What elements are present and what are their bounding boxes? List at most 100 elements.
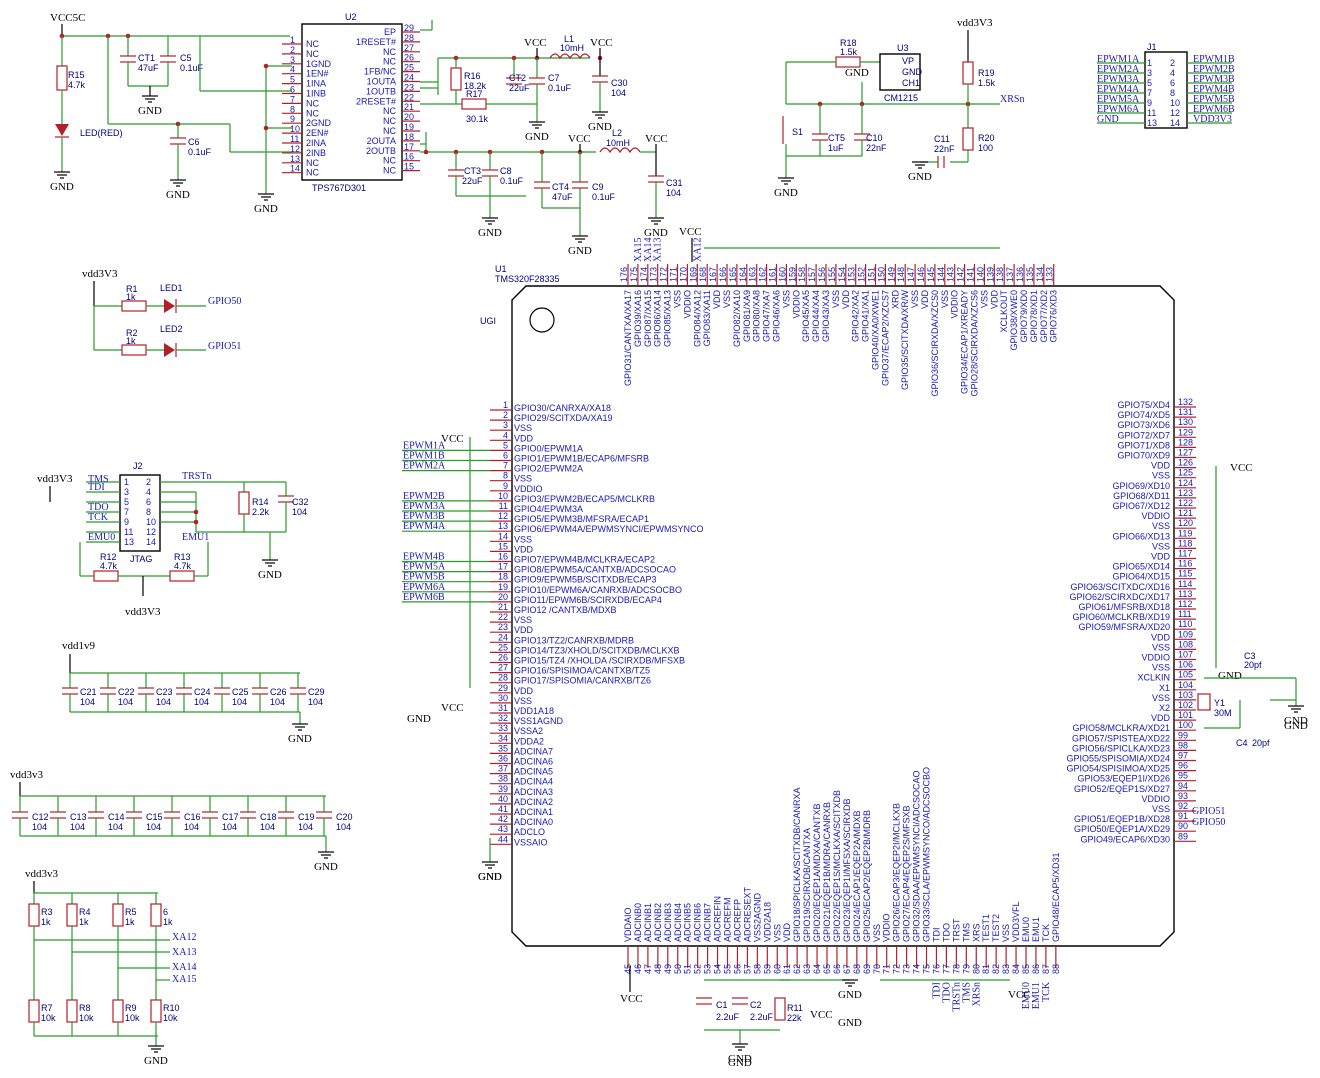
u1-pin-name: XRS [971, 923, 981, 942]
u1-pin-number: 111 [1178, 609, 1192, 619]
c6-ref: C6 [188, 137, 200, 147]
u1-pin-number: 89 [1178, 831, 1188, 841]
strap-top-val: 1k [163, 917, 173, 927]
u1-pin-number: 15 [498, 541, 508, 551]
u1-pin-number: 164 [738, 267, 748, 282]
l2-val: 10mH [606, 138, 630, 148]
u1-pin-number: 24 [498, 632, 508, 642]
dec-cap-val: 104 [70, 822, 85, 832]
u1-pin-name: TMS [961, 923, 971, 942]
strap-resistor-top [112, 903, 124, 927]
u1-pin-name: ADCINB5 [683, 903, 693, 942]
strap-resistor-bottom [28, 999, 40, 1023]
u1-pin-number: 46 [633, 964, 643, 974]
u1-pin-name: VSS [940, 290, 950, 308]
u1-pin-name: GPIO79/XD0 [1019, 290, 1029, 343]
j1-left-num: 3 [1147, 68, 1152, 78]
u1-pin-number: 80 [971, 964, 981, 974]
net-gpio50-led: GPIO50 [208, 296, 241, 307]
ct3-val: 22uF [462, 176, 483, 186]
j1-right-net: EPWM5B [1193, 94, 1235, 105]
u1-pin-number: 107 [1178, 650, 1193, 660]
gnd-label: GND [1284, 715, 1308, 727]
u1-pin-number: 146 [916, 267, 926, 282]
reset-circuit: R18 1.5k U3 VP GND CH1 CM1215 GND XRSn S… [782, 17, 1024, 178]
r20-ref: R20 [978, 133, 995, 143]
u1-pin-name: GPIO59/MFSRA/XD20 [1078, 622, 1170, 632]
u1-pin-name: GPIO20/EQEP1A/MDXA/CANTXB [812, 803, 822, 942]
u1-pin-name: VDD [514, 544, 534, 554]
j1-left-num: 11 [1147, 108, 1156, 118]
u1-pin-number: 45 [623, 964, 633, 974]
c31-val: 104 [666, 188, 681, 198]
u1-pin-name: GPIO23/EQEP1I/MFSXA/SCIRXDB [842, 798, 852, 942]
u1-pin-number: 161 [768, 267, 778, 282]
u2-pin-name: 1INA [306, 79, 326, 89]
j2-left-num: 1 [124, 477, 129, 487]
j1-right-net: VDD3V3 [1193, 114, 1232, 125]
u1-pin-number: 143 [946, 267, 956, 282]
c32-val: 104 [292, 507, 307, 517]
u1-pin-name: VDDIO [791, 290, 801, 319]
u1-pin-number: 61 [782, 964, 792, 974]
u1-pin-name: XRD [890, 290, 900, 310]
u1-pin-number: 134 [1035, 267, 1045, 282]
strap-top-val: 1k [41, 917, 51, 927]
u1-pin-number: 139 [985, 267, 995, 282]
strap-resistor-top [150, 903, 162, 927]
led1-ref: LED1 [160, 283, 183, 293]
dec-cap-ref: C17 [222, 812, 239, 822]
j1-right-num: 10 [1170, 98, 1180, 108]
u1-pin-name: GPIO28/SCIRXDA/XZCS6 [970, 290, 980, 397]
u1-pin-number: 1 [503, 400, 508, 410]
u1-pin-name: TEST1 [981, 914, 991, 942]
u1-pin-name: GPIO15/TZ4 /XHOLDA /SCIRXDB/MFSXB [514, 656, 685, 666]
strap-top-val: 1k [125, 917, 135, 927]
c3-val: 20pf [1244, 660, 1262, 670]
u1-pin-name: GPIO29/SCITXDA/XA19 [514, 413, 613, 423]
u1-pin-number: 22 [498, 612, 508, 622]
u1-pin-number: 17 [498, 562, 508, 572]
u1-pin-name: GPIO10/EPWM6A/CANRXB/ADCSOCBO [514, 585, 682, 595]
c10-val: 22nF [866, 143, 887, 153]
u1-top-net: XA13 [653, 238, 664, 262]
u1-bottom-net: XRSn [971, 982, 982, 1006]
j2-label: JTAG [130, 554, 152, 564]
u1-pin-number: 67 [842, 964, 852, 974]
y1-ref: Y1 [1214, 698, 1225, 708]
u2-pin-name: 1INB [306, 89, 326, 99]
u1-pin-name: VSS [514, 615, 532, 625]
u1-pin-name: ADCINB7 [703, 903, 713, 942]
u1-pin-name: GPIO57/SPISTEA/XD22 [1072, 733, 1170, 743]
r2-ref: R2 [126, 328, 138, 338]
u1-pin-number: 23 [498, 622, 508, 632]
net-xa12: XA12 [172, 932, 196, 943]
u1-pin-number: 155 [827, 267, 837, 282]
r1-ref: R1 [126, 284, 138, 294]
jtag-tck: TCK [88, 512, 109, 523]
u1-pin-name: GPIO64/XD15 [1112, 572, 1170, 582]
u1-pin-name: VSS [1152, 642, 1170, 652]
u1-pin-number: 123 [1178, 488, 1193, 498]
u2-pin-number: 25 [404, 63, 414, 73]
dec-cap-ref: C19 [298, 812, 315, 822]
gnd-label: GND [774, 187, 798, 199]
dec-cap-val: 104 [260, 822, 275, 832]
u1-pin-name: VDDIO [514, 484, 543, 494]
j1-right-num: 6 [1170, 78, 1175, 88]
u2-pin-name: NC [383, 47, 396, 57]
u1-pin-number: 34 [498, 733, 508, 743]
u1-pin-number: 148 [896, 267, 906, 282]
u2-pin-number: 9 [290, 114, 295, 124]
j2-right-num: 14 [146, 537, 156, 547]
u1-pin-number: 12 [498, 511, 508, 521]
u2-pin-number: 8 [290, 104, 295, 114]
net-gpio51-led: GPIO51 [208, 341, 241, 352]
u1-pin-number: 36 [498, 754, 508, 764]
u1-pin-number: 128 [1178, 437, 1193, 447]
u1-pin-number: 157 [807, 267, 817, 282]
u1-pin-number: 104 [1178, 680, 1193, 690]
u1-pin-name: ADCREFM [723, 898, 733, 943]
